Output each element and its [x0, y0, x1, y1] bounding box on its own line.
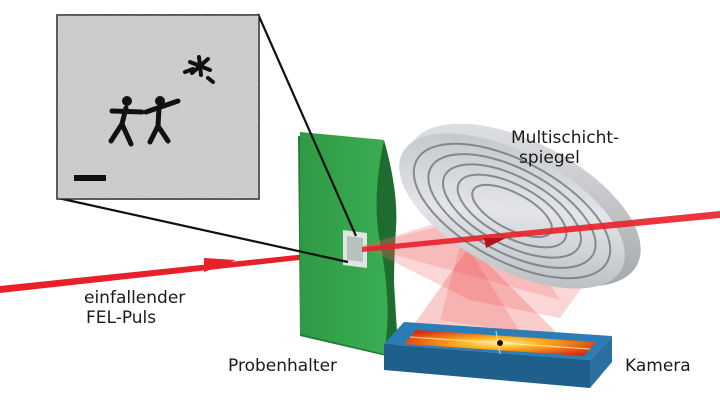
transmitted-beam-arrow-icon — [484, 238, 506, 248]
stick-figure-left-icon — [108, 96, 145, 147]
sample-holder-label: Probenhalter — [228, 356, 338, 376]
incoming-pulse-label: einfallender FEL-Puls — [84, 288, 186, 328]
camera-label: Kamera — [625, 356, 691, 376]
transmitted-beam — [362, 211, 720, 252]
sample-micrograph-inset — [56, 14, 260, 200]
zoom-line-top — [256, 13, 358, 237]
sample-holder — [298, 132, 398, 358]
incoming-beam — [0, 249, 354, 293]
reflected-light-cone — [410, 246, 560, 336]
stick-figure-right-icon — [143, 96, 181, 145]
multilayer-mirror — [399, 123, 641, 289]
camera — [384, 322, 612, 388]
star-icon — [183, 55, 215, 84]
scale-bar — [74, 175, 106, 181]
zoom-line-bottom — [57, 196, 349, 264]
beam-arrow-icon — [204, 258, 236, 272]
mirror-label: Multischicht- spiegel — [511, 128, 620, 168]
